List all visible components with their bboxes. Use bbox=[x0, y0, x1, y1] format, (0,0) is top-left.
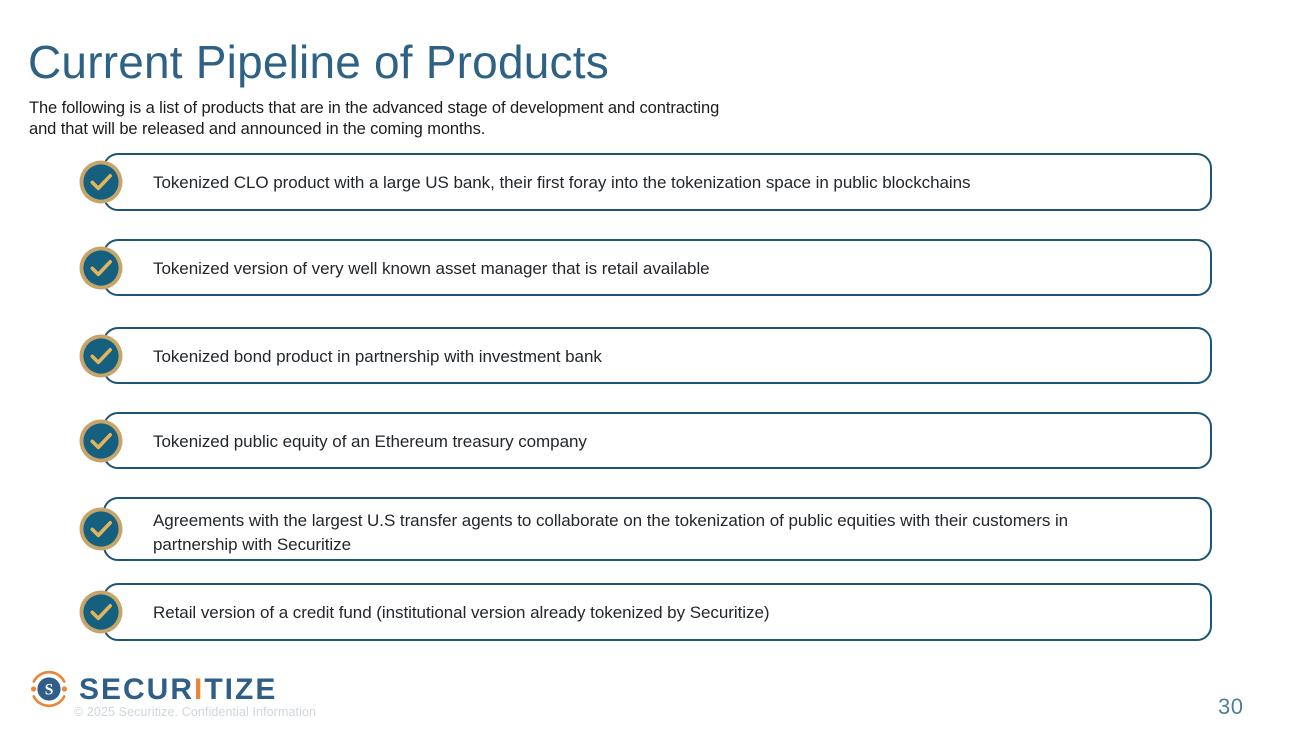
pipeline-item-box: Tokenized version of very well known ass… bbox=[103, 239, 1212, 296]
check-circle-icon bbox=[78, 418, 124, 464]
logo-text-dot: I bbox=[194, 673, 205, 706]
securitize-logo: S SECURITIZE bbox=[28, 668, 277, 710]
page-title: Current Pipeline of Products bbox=[28, 36, 609, 88]
pipeline-item-label: Tokenized public equity of an Ethereum t… bbox=[153, 431, 587, 451]
pipeline-item-label: Tokenized version of very well known ass… bbox=[153, 258, 710, 278]
page-number: 30 bbox=[1218, 694, 1244, 719]
pipeline-item[interactable]: Tokenized public equity of an Ethereum t… bbox=[78, 412, 1214, 469]
pipeline-item-box: Tokenized CLO product with a large US ba… bbox=[103, 153, 1212, 211]
pipeline-item[interactable]: Tokenized CLO product with a large US ba… bbox=[78, 153, 1214, 211]
pipeline-item[interactable]: Tokenized version of very well known ass… bbox=[78, 239, 1214, 296]
pipeline-item-label: Agreements with the largest U.S transfer… bbox=[153, 511, 1069, 554]
check-circle-icon bbox=[78, 589, 124, 635]
securitize-logo-icon: S bbox=[28, 668, 70, 710]
check-circle-icon bbox=[78, 333, 124, 379]
check-circle-icon bbox=[78, 506, 124, 552]
pipeline-item-box: Retail version of a credit fund (institu… bbox=[103, 583, 1212, 641]
svg-text:S: S bbox=[45, 681, 54, 698]
pipeline-item-label: Tokenized CLO product with a large US ba… bbox=[153, 173, 971, 192]
pipeline-item[interactable]: Tokenized bond product in partnership wi… bbox=[78, 327, 1214, 384]
copyright-notice: © 2025 Securitize. Confidential Informat… bbox=[74, 705, 317, 719]
check-circle-icon bbox=[78, 159, 124, 205]
logo-text-after: TIZE bbox=[204, 673, 278, 706]
pipeline-item-label: Retail version of a credit fund (institu… bbox=[153, 603, 770, 622]
pipeline-item-box: Tokenized bond product in partnership wi… bbox=[103, 327, 1212, 384]
pipeline-item-box: Agreements with the largest U.S transfer… bbox=[103, 497, 1212, 561]
pipeline-item[interactable]: Retail version of a credit fund (institu… bbox=[78, 583, 1214, 641]
check-circle-icon bbox=[78, 245, 124, 291]
slide-subtitle: The following is a list of products that… bbox=[29, 99, 720, 138]
securitize-wordmark: SECURITIZE bbox=[79, 675, 277, 705]
pipeline-item[interactable]: Agreements with the largest U.S transfer… bbox=[78, 497, 1214, 561]
pipeline-item-label: Tokenized bond product in partnership wi… bbox=[153, 346, 602, 366]
logo-text-before: SECUR bbox=[79, 673, 195, 706]
pipeline-item-box: Tokenized public equity of an Ethereum t… bbox=[103, 412, 1212, 469]
